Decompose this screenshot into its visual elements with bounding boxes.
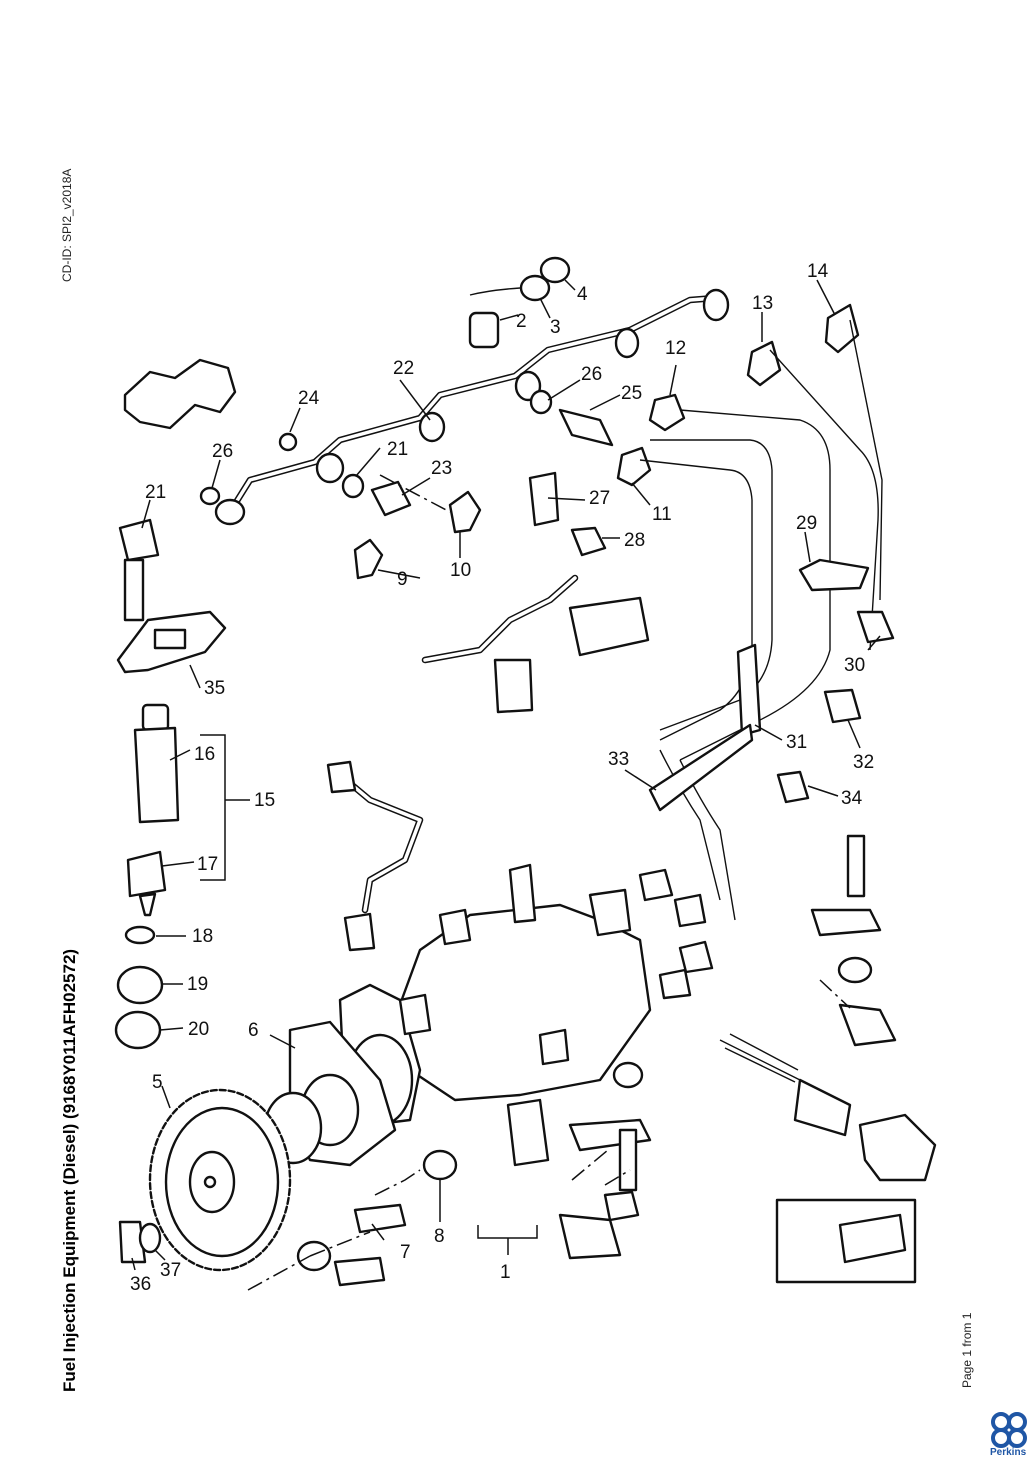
drive-gear xyxy=(118,1088,292,1272)
callout-21a: 21 xyxy=(145,482,166,503)
bracket-31 xyxy=(736,643,762,737)
callout-18: 18 xyxy=(192,926,213,947)
callout-17: 17 xyxy=(197,854,218,875)
clamp-bolt-and-plate xyxy=(116,518,227,674)
callout-29: 29 xyxy=(796,513,817,534)
bracket-29 xyxy=(798,558,870,592)
callout-1: 1 xyxy=(500,1262,511,1283)
injector xyxy=(114,703,180,1050)
pipe-clamp xyxy=(123,358,237,430)
callout-13: 13 xyxy=(752,293,773,314)
bracket-33 xyxy=(648,723,754,812)
callout-9: 9 xyxy=(397,569,408,590)
callout-11: 11 xyxy=(652,504,672,525)
callout-33: 33 xyxy=(608,749,629,770)
fuel-pipe-mid xyxy=(421,574,650,714)
callout-labels: 1 2 3 4 5 6 7 8 9 10 11 12 13 14 15 16 1… xyxy=(130,261,874,1295)
right-hardware xyxy=(719,834,937,1284)
callout-8: 8 xyxy=(434,1226,445,1247)
pump-bracket xyxy=(477,1225,538,1255)
callout-7: 7 xyxy=(400,1242,411,1263)
callout-36: 36 xyxy=(130,1274,151,1295)
callout-16: 16 xyxy=(194,744,215,765)
injection-pump xyxy=(263,863,714,1167)
callout-19: 19 xyxy=(187,974,208,995)
callout-27: 27 xyxy=(589,488,610,509)
callout-26b: 26 xyxy=(212,441,233,462)
lower-hardware xyxy=(296,1061,652,1287)
callout-3: 3 xyxy=(550,317,561,338)
callout-35: 35 xyxy=(204,678,225,699)
callout-34: 34 xyxy=(841,788,863,809)
callout-2: 2 xyxy=(516,311,527,332)
callout-5: 5 xyxy=(152,1072,163,1093)
callout-21b: 21 xyxy=(387,439,408,460)
small-parts-top xyxy=(199,256,614,517)
callout-28: 28 xyxy=(624,530,645,551)
callout-6: 6 xyxy=(248,1020,259,1041)
bracket-screws xyxy=(570,526,895,804)
brand-name: Perkins xyxy=(990,1447,1027,1458)
callout-12: 12 xyxy=(665,338,686,359)
perkins-logo-icon xyxy=(991,1412,1027,1448)
callout-26a: 26 xyxy=(581,364,602,385)
callout-24: 24 xyxy=(298,388,320,409)
callout-22: 22 xyxy=(393,358,414,379)
callout-20: 20 xyxy=(188,1019,209,1040)
assembly-guide-lines xyxy=(247,474,851,1291)
callout-37: 37 xyxy=(160,1260,181,1281)
callout-31: 31 xyxy=(786,732,807,753)
fuel-pipe-left xyxy=(326,760,424,952)
callout-4: 4 xyxy=(577,284,588,305)
callout-23: 23 xyxy=(431,458,452,479)
callout-32: 32 xyxy=(853,752,874,773)
bleed-screws xyxy=(353,303,860,580)
callout-30: 30 xyxy=(844,655,865,676)
leader-lines xyxy=(131,279,881,1271)
callout-14: 14 xyxy=(807,261,829,282)
injector-bracket xyxy=(200,734,250,881)
callout-15: 15 xyxy=(254,790,275,811)
callout-25: 25 xyxy=(621,383,642,404)
callout-10: 10 xyxy=(450,560,471,581)
